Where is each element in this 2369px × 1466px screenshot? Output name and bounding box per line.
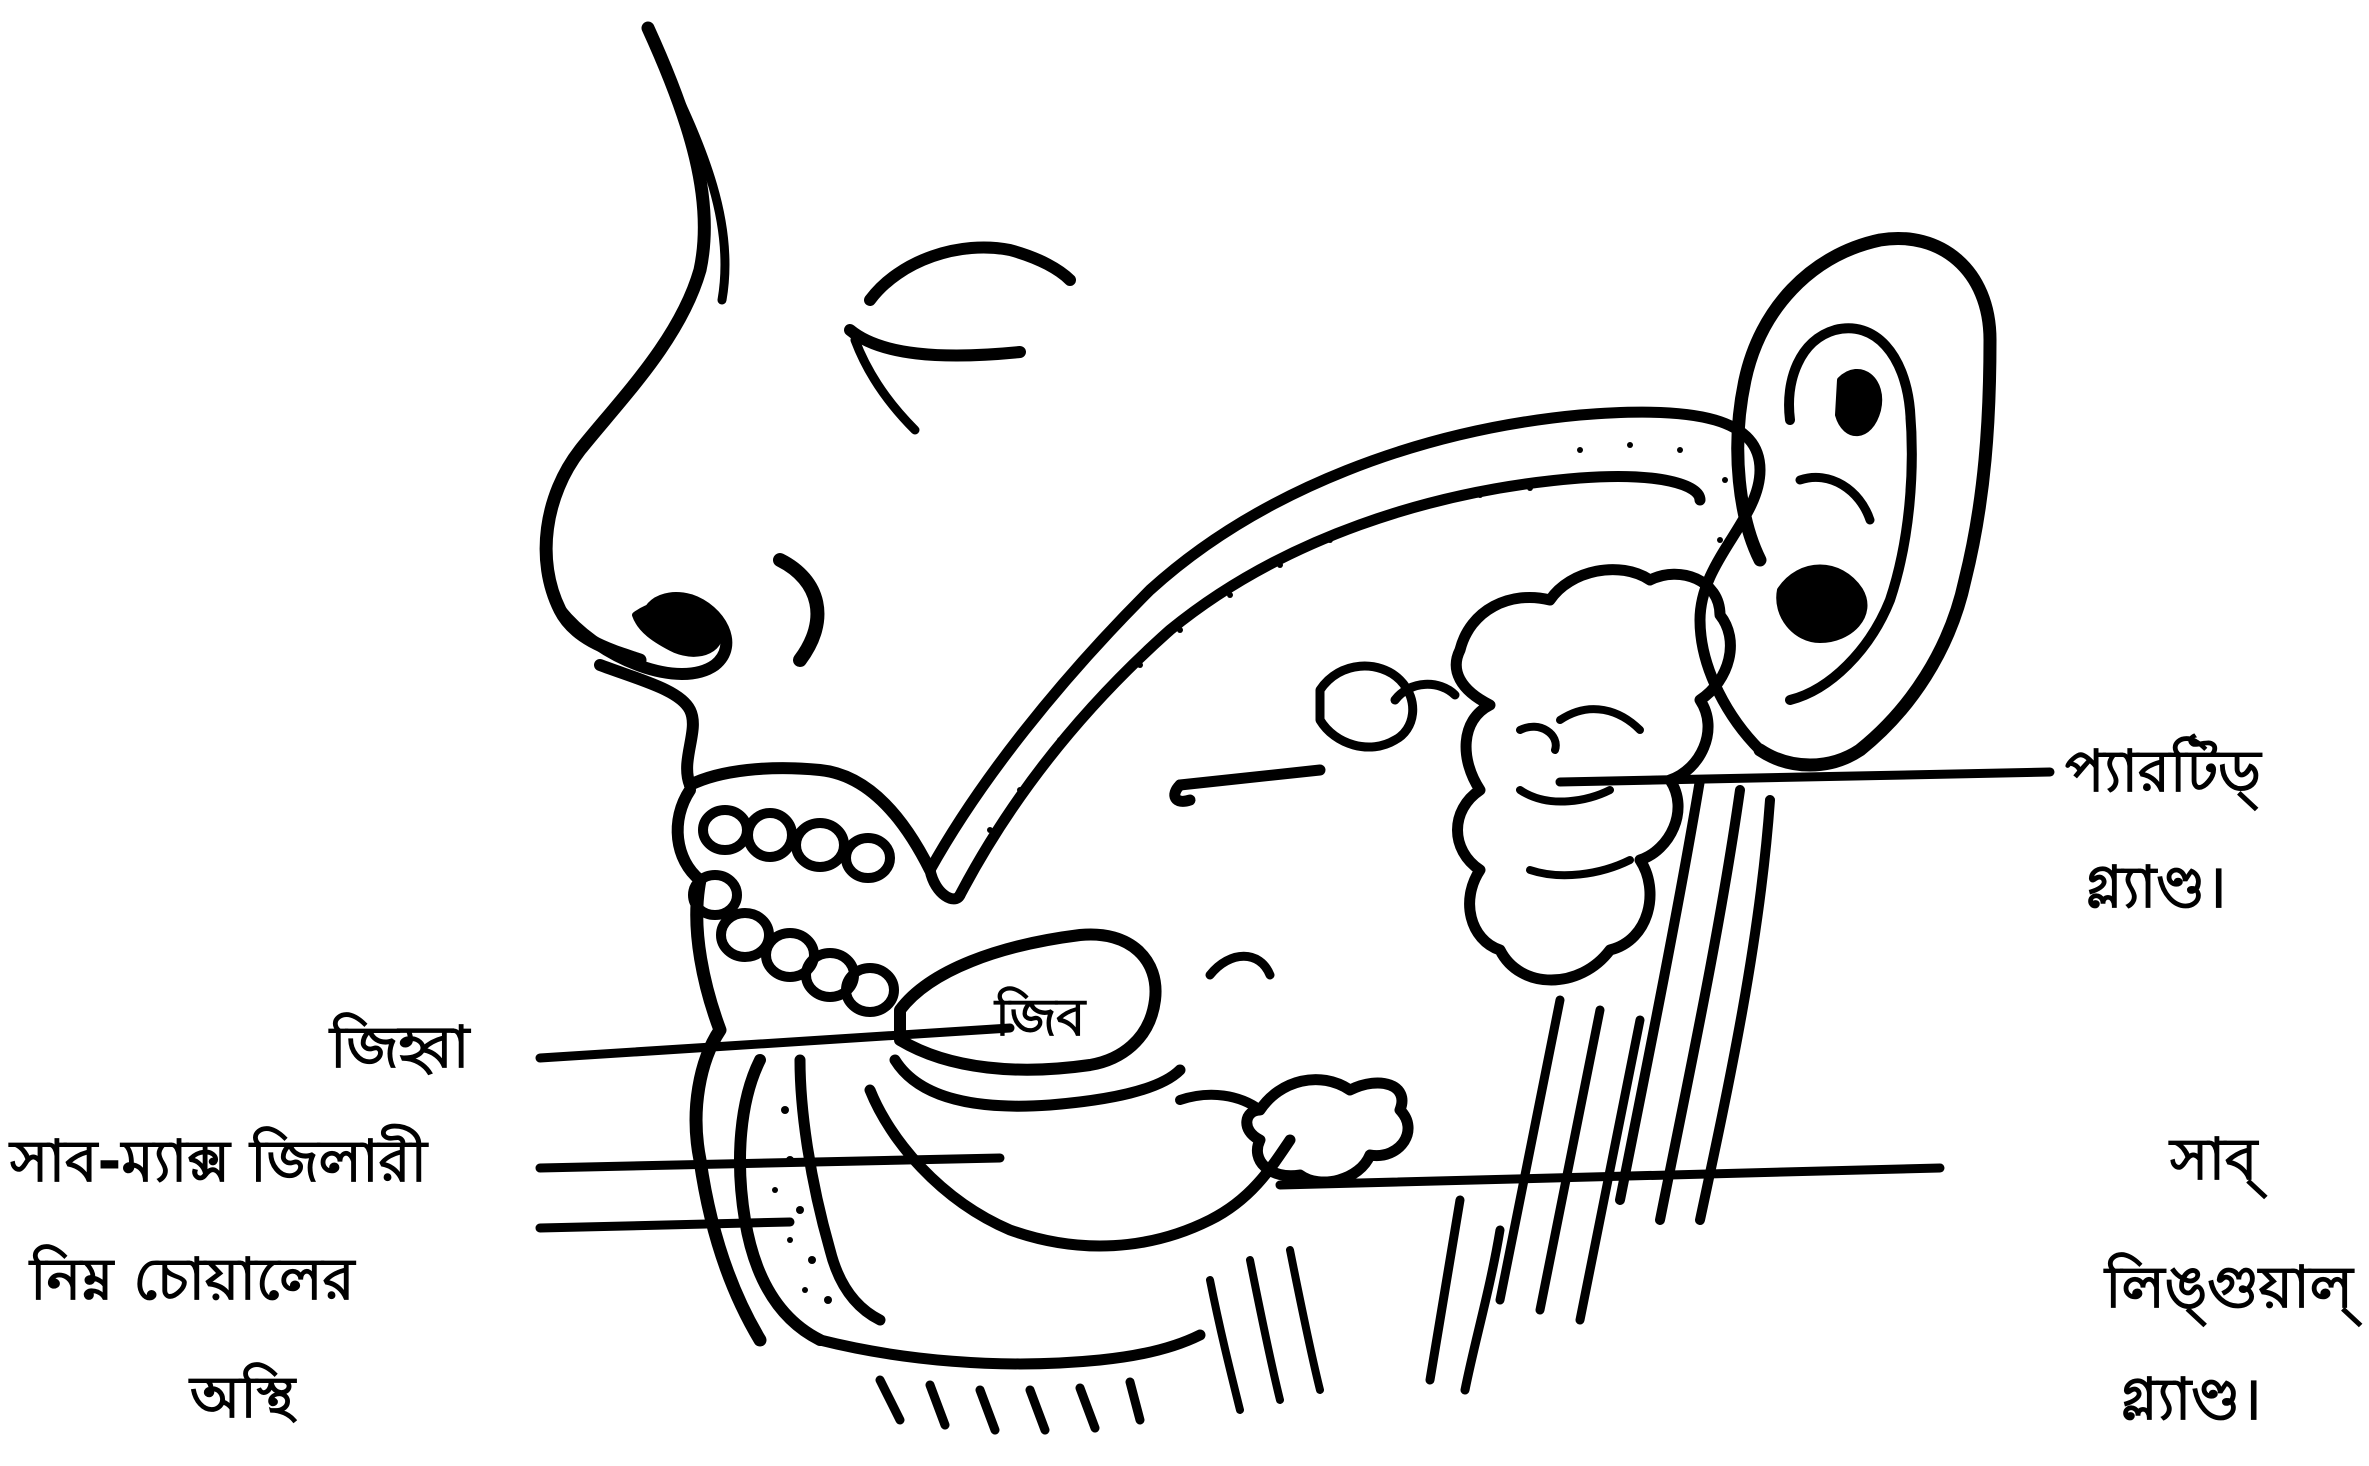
- leader-submax: [540, 1158, 1000, 1168]
- label-sublingual-line2: লিঙ্গুয়াল্: [2105, 1258, 2353, 1316]
- label-parotid-line2: গ্ল্যাণ্ড।: [2085, 858, 2226, 916]
- gland-detail-1: [1520, 727, 1556, 750]
- upper-teeth: [703, 810, 890, 878]
- gland-detail-4: [1560, 709, 1640, 730]
- neck-line-8: [1465, 1230, 1500, 1390]
- lower-teeth: [693, 875, 894, 1012]
- label-parotid-line1: প্যারটিড্: [2065, 742, 2261, 800]
- eye-lower-lid: [850, 330, 1020, 356]
- label-tongue: জিহ্বা: [330, 1018, 469, 1076]
- neck-line-11: [1210, 1280, 1240, 1410]
- tongue-inline-label: জিব: [993, 986, 1087, 1048]
- neck-line-9: [1290, 1250, 1320, 1390]
- label-lower-jaw-line1: নিম্ন চোয়ালের: [30, 1250, 355, 1308]
- leader-lowerjaw: [540, 1222, 790, 1228]
- leader-parotid: [1560, 772, 2050, 782]
- submax-duct: [1180, 1095, 1260, 1110]
- gland-detail-3: [1530, 860, 1630, 875]
- ear-canal: [1779, 568, 1864, 641]
- neck-line-7: [1430, 1200, 1460, 1380]
- eye-upper-lid: [870, 247, 1070, 300]
- label-sublingual-line1: সাব্: [2170, 1130, 2257, 1188]
- sublingual-region: [870, 1090, 1290, 1246]
- ear-concha: [1838, 372, 1879, 433]
- nostril: [635, 603, 721, 654]
- gland-detail-2: [1520, 790, 1610, 802]
- parotid-lobe-1: [1320, 666, 1413, 747]
- jaw-base-line: [820, 1335, 1200, 1364]
- tongue-tip-curve: [1210, 956, 1270, 975]
- jaw-bone-outer: [740, 1060, 820, 1340]
- face-profile-outline: [546, 28, 704, 660]
- parotid-lobe-2: [1395, 684, 1455, 700]
- label-sub-maxillary: সাব-ম্যাক্স জিলারী: [10, 1132, 427, 1190]
- neck-line-10: [1250, 1260, 1280, 1400]
- label-lower-jaw-line2: অস্থি: [190, 1368, 295, 1426]
- submaxillary-gland: [1247, 1080, 1408, 1182]
- neck-line-2: [1660, 790, 1740, 1220]
- upper-lip: [600, 665, 693, 785]
- jaw-teeth-base: [880, 1380, 1140, 1430]
- duct-closure: [930, 870, 960, 899]
- nose-wing: [780, 560, 817, 660]
- ear-fold: [1800, 477, 1870, 520]
- label-sublingual-line3: গ্ল্যাণ্ড।: [2120, 1370, 2261, 1428]
- parotid-gland: [1456, 570, 1730, 980]
- mouth-cavity: [678, 790, 700, 880]
- neck-line-3: [1700, 800, 1770, 1220]
- stensen-duct-line: [1180, 770, 1320, 785]
